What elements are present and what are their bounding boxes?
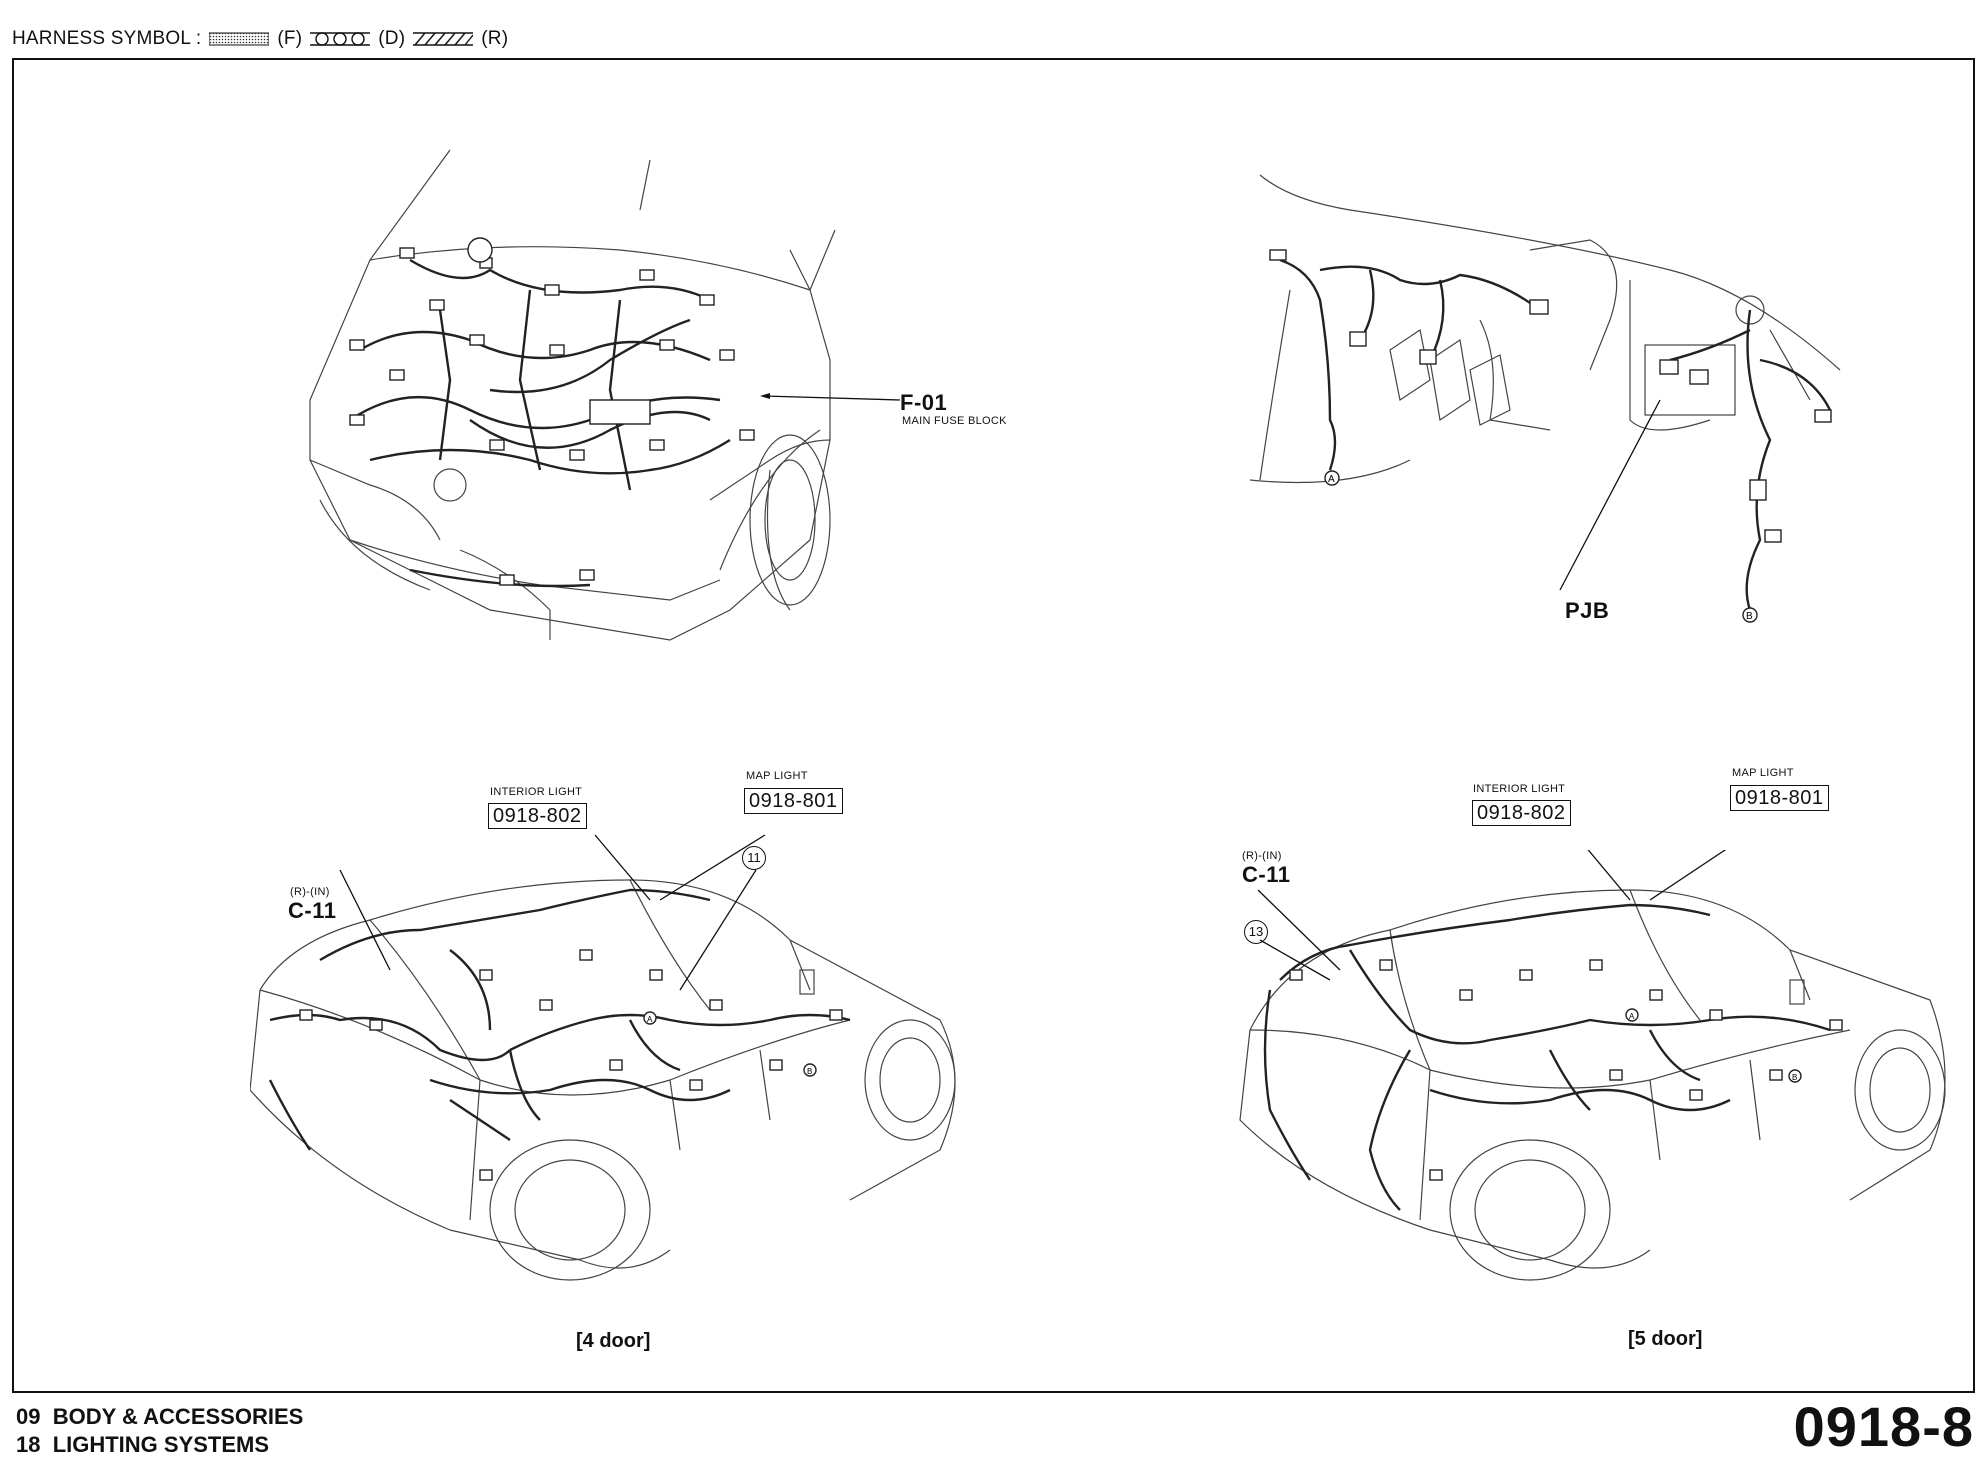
five-door-connector-code: C-11 (1242, 862, 1291, 887)
four-door-map-light-label: MAP LIGHT (746, 770, 808, 782)
diagram-frame (12, 58, 1975, 1393)
marker-a-circle (1324, 470, 1340, 486)
four-door-connector-prefix: (R)-(IN) (290, 886, 330, 898)
marker-b-label: B (1746, 611, 1753, 622)
four-door-caption: [4 door] (576, 1330, 651, 1352)
five-door-map-light-label: MAP LIGHT (1732, 767, 1794, 779)
five-door-interior-light-ref: 0918-802 (1472, 800, 1571, 826)
engine-compartment-illustration (309, 149, 836, 641)
legend-code-d: (D) (378, 28, 406, 49)
four-door-marker-a (643, 1011, 657, 1025)
five-door-caption: [5 door] (1628, 1328, 1703, 1350)
f01-leader-line (760, 393, 901, 401)
five-door-circle-number: 13 (1244, 920, 1268, 944)
four-door-map-light-ref: 0918-801 (744, 788, 843, 814)
legend-code-f: (F) (277, 28, 303, 49)
legend-label: HARNESS SYMBOL : (12, 28, 202, 49)
f01-callout-code: F-01 (900, 390, 948, 415)
f01-callout-name: MAIN FUSE BLOCK (902, 415, 1007, 427)
five-door-interior-light-label: INTERIOR LIGHT (1473, 783, 1566, 795)
legend-code-r: (R) (481, 28, 509, 49)
four-door-marker-a-label: A (647, 1015, 653, 1024)
rear-harness-symbol (413, 32, 474, 46)
marker-a-label: A (1328, 474, 1335, 485)
dash-harness-symbol (310, 32, 371, 46)
harness-symbol-legend: HARNESS SYMBOL : (F) (D) (R) (12, 26, 508, 52)
four-door-interior-light-label: INTERIOR LIGHT (490, 786, 583, 798)
section-line-2: 18 LIGHTING SYSTEMS (16, 1432, 270, 1457)
four-door-marker-b-label: B (807, 1067, 812, 1076)
five-door-marker-a (1625, 1008, 1639, 1022)
five-door-map-light-ref: 0918-801 (1730, 785, 1829, 811)
page-number: 0918-8 (1793, 1395, 1974, 1458)
five-door-marker-b (1788, 1069, 1802, 1083)
five-door-car-illustration: A B (1239, 850, 1946, 1281)
four-door-car-illustration: A B (250, 834, 956, 1281)
four-door-circle-number: 11 (742, 846, 766, 870)
marker-b-circle (1742, 607, 1758, 623)
pjb-callout-code: PJB (1565, 598, 1610, 623)
section-title: 09 BODY & ACCESSORIES 18 LIGHTING SYSTEM… (16, 1403, 303, 1459)
front-harness-symbol (209, 32, 270, 46)
five-door-marker-b-label: B (1792, 1073, 1797, 1082)
four-door-interior-light-ref: 0918-802 (488, 803, 587, 829)
four-door-connector-code: C-11 (288, 898, 337, 923)
section-line-1: 09 BODY & ACCESSORIES (16, 1404, 304, 1429)
four-door-marker-b (803, 1063, 817, 1077)
five-door-marker-a-label: A (1629, 1012, 1635, 1021)
dashboard-illustration: A B (1250, 174, 1841, 623)
five-door-connector-prefix: (R)-(IN) (1242, 850, 1282, 862)
